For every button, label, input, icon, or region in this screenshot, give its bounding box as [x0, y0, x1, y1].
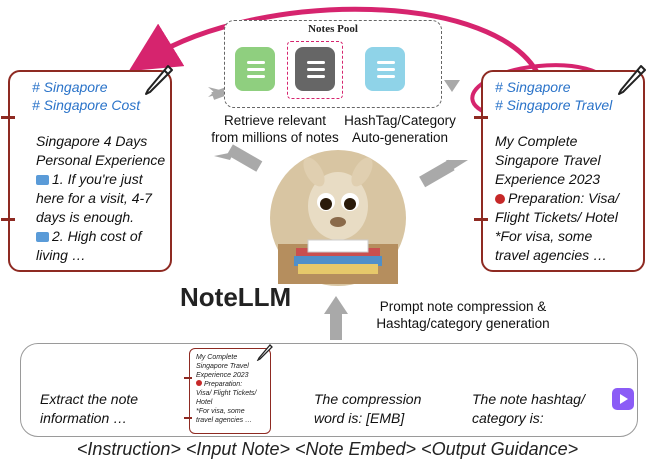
note-line: Experience 2023 [495, 171, 601, 187]
llama-illustration [270, 150, 406, 286]
input-note-text: My Complete Singapore Travel Experience … [196, 354, 257, 424]
pencil-icon [256, 344, 273, 361]
instruction-text: Extract the note information … [40, 391, 139, 426]
guidance-text: The note hashtag/ category is: [472, 391, 585, 426]
pin-icon [495, 194, 505, 204]
note-line-with-icon: 2. High cost of [36, 227, 165, 246]
green-notebook-icon [235, 47, 275, 91]
arrow-icon [36, 175, 49, 185]
pencil-icon [145, 65, 173, 95]
selected-note-frame [287, 41, 343, 99]
note-line: travel agencies … [495, 247, 608, 263]
feedback-arrow [128, 6, 543, 80]
retrieve-label: Retrieve relevant from millions of notes [211, 113, 339, 145]
prompt-label: Prompt note compression & Hashtag/catego… [376, 299, 550, 331]
note-line: Singapore 4 Days [36, 133, 148, 149]
left-note-card: # Singapore # Singapore Cost Singapore 4… [1, 65, 173, 272]
notes-pool-title: Notes Pool [308, 23, 358, 35]
note-line: Flight Tickets/ Hotel [495, 209, 618, 225]
prompt-legend: <Instruction> <Input Note> <Note Embed> … [76, 439, 579, 459]
play-icon [612, 388, 634, 410]
pencil-icon [618, 65, 646, 95]
compression-text: The compression word is: [EMB] [314, 391, 422, 426]
note-line-with-icon: Preparation: Visa/ [495, 189, 619, 208]
notes-pool: Notes Pool [224, 20, 442, 108]
right-note-card: # Singapore # Singapore Travel My Comple… [474, 65, 646, 272]
left-note-body: Singapore 4 Days Personal Experience 1. … [36, 132, 165, 265]
arrow-icon [36, 232, 49, 242]
note-line-with-icon: 1. If you're just [36, 170, 165, 189]
tag: # Singapore Travel [495, 97, 613, 113]
right-note-tags: # Singapore # Singapore Travel [495, 78, 612, 114]
note-line: here for a visit, 4-7 [36, 190, 152, 206]
left-note-tags: # Singapore # Singapore Cost [32, 78, 140, 114]
gray-notebook-icon [295, 47, 335, 91]
blue-notebook-icon [365, 47, 405, 91]
model-name: NoteLLM [180, 282, 292, 312]
note-line: Singapore Travel [495, 152, 601, 168]
arrow-up-center [324, 296, 348, 314]
note-line: My Complete [495, 133, 578, 149]
arrow-into-pool [444, 80, 460, 92]
note-line: Personal Experience [36, 152, 166, 168]
tag: # Singapore Cost [32, 97, 141, 113]
note-line: *For visa, some [495, 228, 593, 244]
note-line: days is enough. [36, 209, 135, 225]
note-line: living … [36, 247, 86, 263]
prompt-template-box [20, 343, 638, 437]
tag: # Singapore [32, 79, 108, 95]
right-note-body: My Complete Singapore Travel Experience … [495, 132, 619, 265]
tag: # Singapore [495, 79, 571, 95]
pin-icon [196, 380, 202, 386]
input-note-card: My Complete Singapore Travel Experience … [184, 344, 273, 434]
hashtag-label: HashTag/Category Auto-generation [344, 113, 456, 145]
